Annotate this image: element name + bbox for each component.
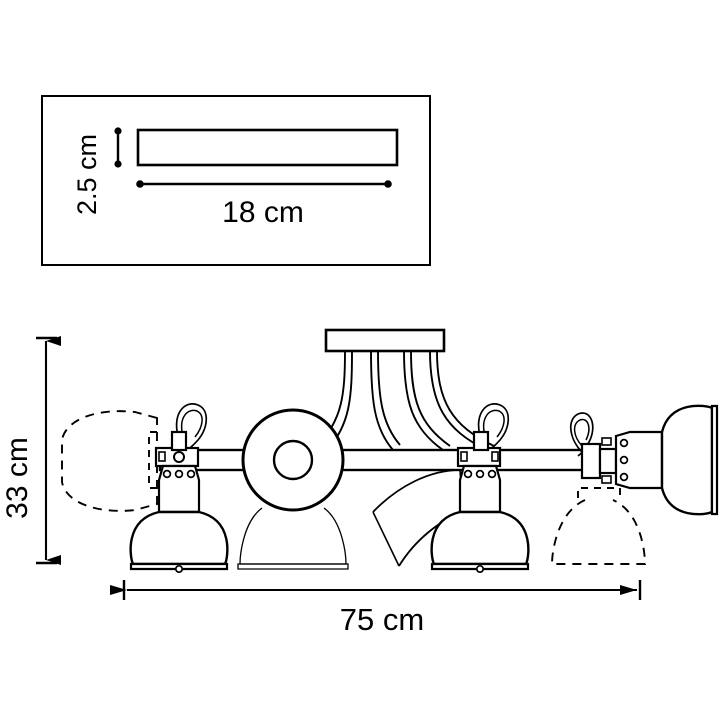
lamp-1-shade-dome: [129, 510, 229, 566]
lamp-4-joint-block: [580, 442, 602, 480]
lamp-4-swivel-post: [598, 447, 618, 475]
dimension-label-2p5cm: 2.5 cm: [72, 134, 102, 215]
ceiling-plate-profile-rect: [136, 128, 399, 167]
dimension-endpoint-dot-top: [114, 127, 122, 135]
dimension-label-33cm: 33 cm: [1, 437, 34, 519]
dimension-endpoint-dot-left: [136, 180, 144, 188]
support-arm-2: [370, 350, 394, 451]
lamp-4-ghost-shade: [551, 499, 646, 565]
dimension-fixture-width: 75 cm: [110, 580, 642, 637]
lamp-4-vent-hole-c: [619, 472, 629, 482]
lamp-3-shade-dome: [430, 510, 530, 566]
lamp-1-vent-hole-a: [162, 469, 172, 479]
lamp-3-wire-loop-inner: [483, 409, 505, 438]
front-view-group: 33 cm 75 cm: [1, 328, 719, 637]
lamp-4-shade-rim: [710, 404, 719, 516]
cross-rod-group: [158, 448, 620, 472]
lamp-3-clamp-tab-right: [491, 451, 499, 462]
ceiling-canopy-plate: [324, 328, 446, 353]
lamp-3-swing-arc: [372, 469, 461, 513]
lamp-3-clamp-tab-left: [460, 451, 468, 462]
dimension-fixture-height: 33 cm: [1, 336, 61, 565]
lamp-3-vent-hole-b: [475, 469, 485, 479]
lamp-4-clamp-tab-top: [601, 437, 612, 446]
dimension-label-75cm: 75 cm: [340, 602, 424, 637]
lamp-1-group: [61, 403, 229, 574]
lamp-2-ghost-rim: [237, 563, 349, 570]
lamp-4-ghost-collar: [577, 487, 621, 498]
dimension-label-18cm: 18 cm: [222, 196, 304, 229]
center-disc-inner: [272, 439, 314, 481]
support-arm-3b: [410, 350, 451, 447]
top-view-frame: [41, 95, 431, 266]
dimension-plate-height: 2.5 cm: [72, 127, 122, 215]
lamp-1-ghost-collar: [148, 431, 157, 489]
dimension-plate-width: 18 cm: [136, 180, 392, 229]
lamp-3-swivel-post: [472, 430, 490, 452]
lamp-2-group: [237, 507, 349, 570]
support-arm-3: [403, 350, 444, 451]
lamp-4-vent-hole-a: [619, 438, 629, 448]
top-view-group: 2.5 cm 18 cm: [41, 95, 431, 266]
support-arms-group: [317, 350, 495, 451]
lamp-2-ghost-shade: [239, 507, 347, 565]
lamp-3-vent-hole-a: [463, 469, 473, 479]
lamp-1-vent-hole-b: [174, 469, 184, 479]
lamp-1-rim-nub: [174, 564, 184, 574]
lamp-3-rim-nub: [475, 564, 485, 574]
lamp-1-vent-hole-c: [186, 469, 196, 479]
lamp-1-ghost-shade: [61, 410, 158, 512]
center-disc-group: [241, 408, 345, 512]
lamp-4-clamp-tab-bottom: [601, 475, 612, 484]
lamp-3-vent-hole-c: [487, 469, 497, 479]
lamp-4-wire-loop-inner: [573, 418, 590, 447]
lamp-1-wire-loop-inner: [181, 409, 203, 438]
support-arm-2b: [377, 350, 401, 446]
lamp-1-pivot-bolt: [173, 451, 185, 463]
lamp-4-shade-dome: [660, 404, 714, 516]
lamp-1-clamp-tab: [158, 451, 166, 462]
dimension-endpoint-dot-bottom: [114, 160, 122, 168]
lamp-1-swivel-post: [170, 430, 188, 452]
lamp-3-group: [372, 403, 530, 574]
lamp-3-swing-radius-line: [372, 511, 400, 567]
lamp-4-vent-hole-b: [619, 455, 629, 465]
lamp-4-group: [551, 404, 719, 565]
dimension-endpoint-dot-right: [384, 180, 392, 188]
